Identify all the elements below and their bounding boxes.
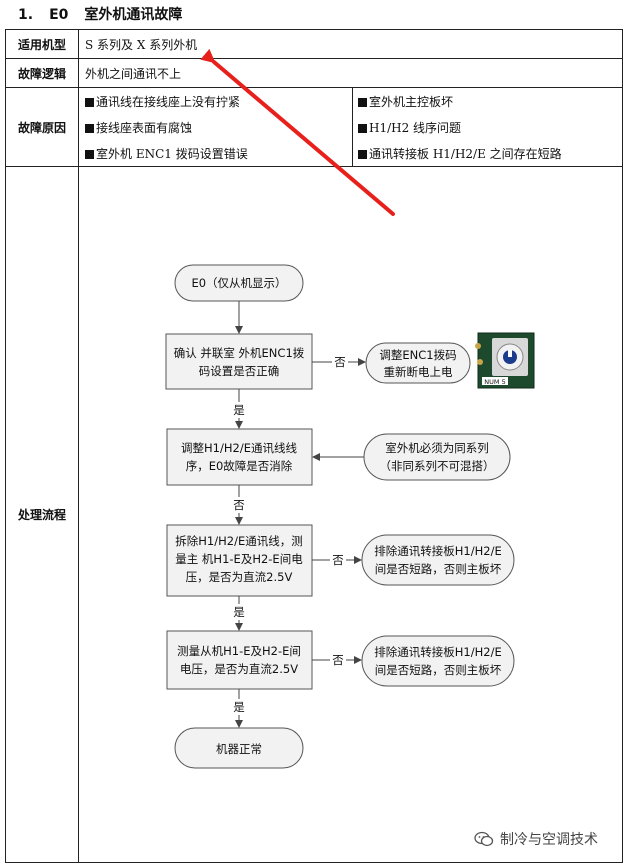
flow-label-no: 否 [334, 355, 346, 369]
enc1-switch-photo: NUM 5 [475, 332, 535, 389]
cause-item: 室外机 ENC1 拨码设置错误 [85, 145, 248, 162]
flow-step2 [166, 428, 313, 486]
flow-step2-note-text: 室外机必须为同系列 [385, 441, 489, 455]
flow-end [174, 727, 304, 769]
cause-label: 故障原因 [17, 120, 66, 135]
flow-step3-action-text: 排除通讯转接板H1/H2/E [374, 544, 501, 558]
flow-step1 [165, 333, 313, 390]
flow-label-no: 否 [332, 653, 344, 667]
model-value: S 系列及 X 系列外机 [85, 37, 198, 52]
flow-step4-text: 测量从机H1-E及H2-E间 [177, 644, 301, 658]
heading-code: E0 [49, 7, 69, 23]
flow-step3-action-text: 间是否短路，否则主板坏 [375, 562, 502, 576]
flow-step4-action-text: 间是否短路，否则主板坏 [375, 663, 502, 677]
flow-step2-text: 调整H1/H2/E通讯线线 [181, 441, 297, 455]
photo-label: NUM 5 [484, 378, 505, 386]
flow-step1-action-text: 重新断电上电 [384, 365, 453, 379]
flow-step4-action [361, 635, 515, 687]
cause-item: 室外机主控板坏 [358, 93, 453, 110]
flow-end-text: 机器正常 [216, 742, 262, 756]
flow-label-yes: 是 [233, 700, 245, 714]
cause-item: 通讯线在接线座上没有拧紧 [85, 93, 240, 110]
flow-label-yes: 是 [233, 605, 245, 619]
flow-label-no: 否 [233, 498, 245, 512]
flow-step1-text: 码设置是否正确 [199, 364, 280, 378]
flow-step3-text: 拆除H1/H2/E通讯线，测 [175, 534, 302, 548]
watermark: 制冷与空调技术 [474, 829, 598, 851]
section-heading: 1. E0 室外机通讯故障 [18, 4, 182, 26]
heading-number: 1. [18, 7, 34, 23]
flow-step4-text: 电压，是否为直流2.5V [180, 662, 298, 676]
cause-item: 通讯转接板 H1/H2/E 之间存在短路 [358, 145, 562, 162]
flow-label-no: 否 [332, 553, 344, 567]
model-label: 适用机型 [17, 37, 66, 52]
cause-item: H1/H2 线序问题 [358, 119, 461, 136]
logic-label: 故障逻辑 [17, 66, 66, 81]
logic-value: 外机之间通讯不上 [85, 66, 182, 81]
flow-step1-text: 确认 并联室 外机ENC1拨 [174, 346, 305, 360]
flow-start-text: E0（仅从机显示） [191, 276, 286, 290]
flow-step4 [166, 630, 313, 690]
flow-step1-action-text: 调整ENC1拨码 [379, 348, 456, 362]
flow-step2-text: 序，E0故障是否消除 [186, 459, 293, 473]
flow-step1-action [365, 342, 471, 384]
flow-step3 [166, 524, 313, 597]
cause-item: 接线座表面有腐蚀 [85, 119, 192, 136]
flow-label-yes: 是 [233, 403, 245, 417]
flow-step3-action [361, 534, 515, 586]
flow-step3-text: 压，是否为直流2.5V [186, 570, 293, 584]
flow-step4-action-text: 排除通讯转接板H1/H2/E [374, 645, 501, 659]
annotation-arrow [200, 48, 395, 216]
watermark-text: 制冷与空调技术 [500, 832, 598, 848]
wechat-icon [474, 831, 494, 851]
process-label: 处理流程 [17, 508, 66, 522]
flow-step2-note-text: （非同系列不可混搭） [380, 459, 495, 473]
flow-step3-text: 量主 机H1-E及H2-E间电 [175, 552, 303, 566]
heading-title: 室外机通讯故障 [84, 7, 183, 23]
